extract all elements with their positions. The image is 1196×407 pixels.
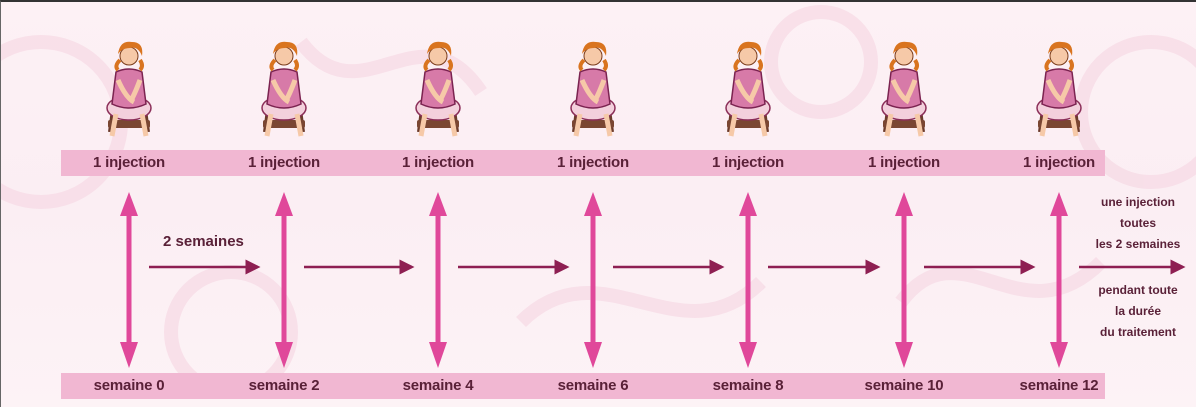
- vertical-double-arrow: [739, 192, 757, 368]
- vertical-double-arrow: [120, 192, 138, 368]
- injection-label: 1 injection: [54, 150, 204, 176]
- week-label: semaine 12: [984, 373, 1134, 399]
- person-injecting-icon: [251, 32, 317, 144]
- frequency-note-line: toutes: [1079, 213, 1196, 234]
- vertical-double-arrow: [275, 192, 293, 368]
- frequency-note-line: une injection: [1079, 192, 1196, 213]
- vertical-double-arrow: [429, 192, 447, 368]
- duration-note-line: la durée: [1079, 301, 1196, 322]
- injection-label: 1 injection: [984, 150, 1134, 176]
- vertical-double-arrow: [584, 192, 602, 368]
- vertical-double-arrow: [895, 192, 913, 368]
- frequency-note-line: les 2 semaines: [1079, 234, 1196, 255]
- person-injecting-icon: [405, 32, 471, 144]
- injection-label: 1 injection: [829, 150, 979, 176]
- week-label: semaine 10: [829, 373, 979, 399]
- week-label: semaine 8: [673, 373, 823, 399]
- injection-label: 1 injection: [673, 150, 823, 176]
- person-injecting-icon: [715, 32, 781, 144]
- injection-label: 1 injection: [363, 150, 513, 176]
- frequency-note: une injection toutes les 2 semaines: [1079, 192, 1196, 255]
- injection-label: 1 injection: [518, 150, 668, 176]
- vertical-double-arrow: [1050, 192, 1068, 368]
- week-label: semaine 6: [518, 373, 668, 399]
- person-injecting-icon: [1026, 32, 1092, 144]
- duration-note-line: pendant toute: [1079, 280, 1196, 301]
- week-label: semaine 0: [54, 373, 204, 399]
- injection-label: 1 injection: [209, 150, 359, 176]
- person-injecting-icon: [871, 32, 937, 144]
- person-injecting-icon: [560, 32, 626, 144]
- week-label: semaine 4: [363, 373, 513, 399]
- interval-label: 2 semaines: [163, 233, 244, 250]
- person-injecting-icon: [96, 32, 162, 144]
- week-label: semaine 2: [209, 373, 359, 399]
- duration-note-line: du traitement: [1079, 322, 1196, 343]
- duration-note: pendant toute la durée du traitement: [1079, 280, 1196, 343]
